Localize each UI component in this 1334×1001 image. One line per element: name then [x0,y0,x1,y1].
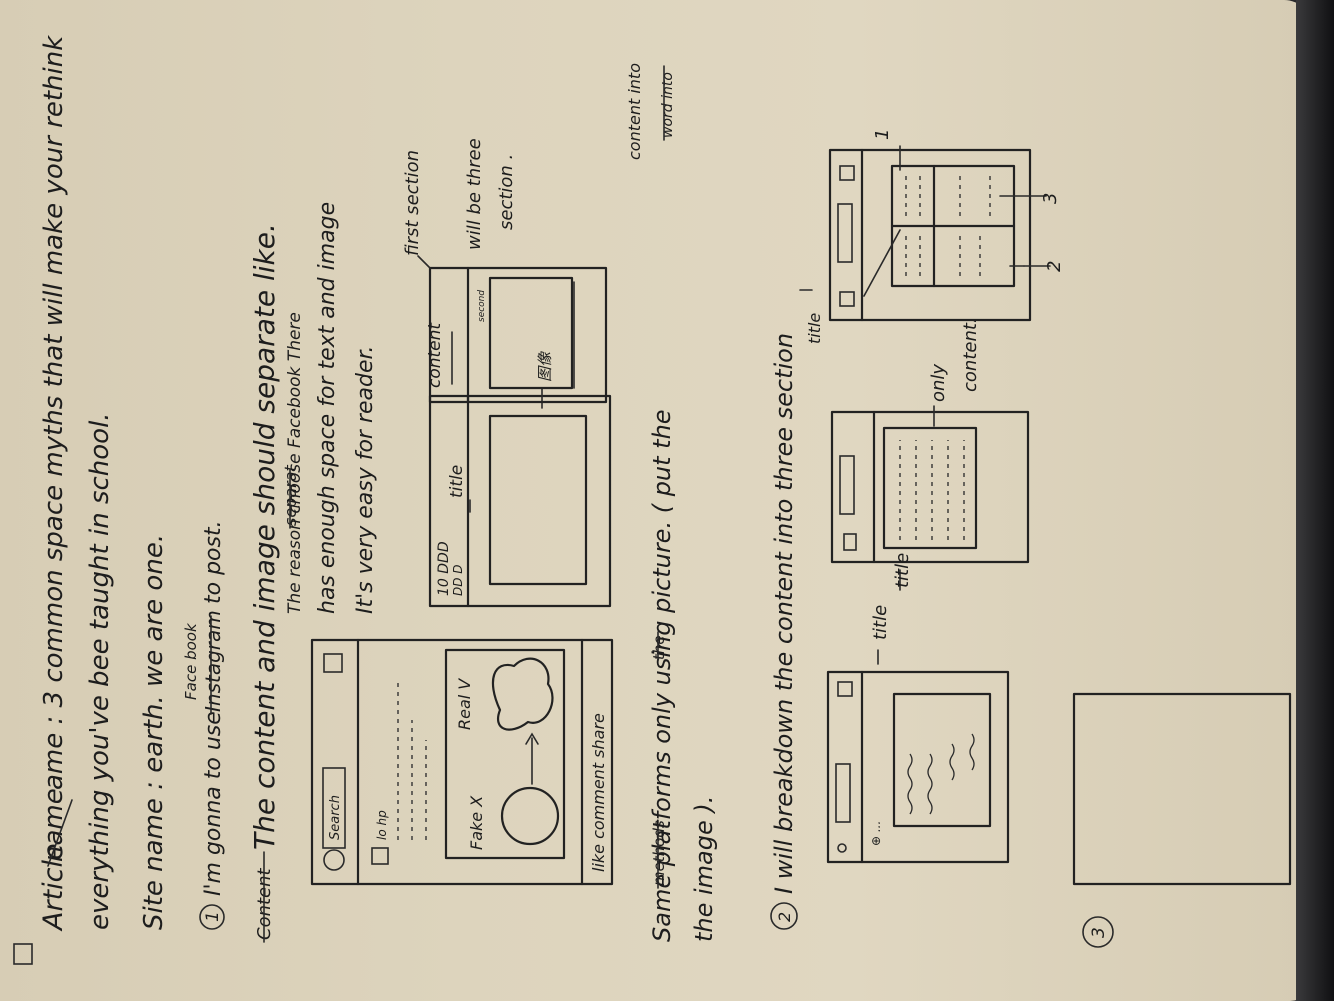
checkbox-icon [13,943,33,965]
menu-icon [837,681,853,697]
first-section-annotation: first section [402,150,423,256]
empty-sketch-box [1072,692,1292,886]
conclusion-insert: content into [625,63,644,160]
only-annotation: only [928,364,949,402]
image-annotation: 图像 [536,351,554,382]
platform-name: Face book [182,622,200,700]
title-annotation-four: title [805,313,824,344]
real-label: Real V [455,678,474,730]
title-annotation-three: title [892,553,913,588]
sketch-a-content-box [892,692,992,828]
section-two-number: 2 [775,912,794,922]
label-three: 3 [1040,193,1061,204]
breakdown-statement: I will breakdown the content into three … [770,333,798,894]
section-three-number: 3 [1089,927,1109,938]
intro-text: I'm gonna to use [201,711,226,896]
reason-line-2: has enough space for text and image [315,202,340,614]
actions-label: like comment share [589,713,608,872]
separation-statement: The content and image should separate li… [248,223,281,850]
avatar-icon [371,847,389,865]
intro-end: to post. [201,520,226,604]
conclusion-crossed-2: the [650,635,668,660]
content-annotation: content [425,322,445,388]
sketch-a-header: ⊕ ... [869,821,883,846]
fake-label: Fake X [467,795,486,850]
menu-icon [323,653,343,673]
conclusion-crossed: methods [650,820,668,886]
search-label: Search [328,795,343,840]
conclusion-line-1: Same platforms only using picture. ( put… [648,409,676,942]
mobile-sketch-two: second content first section will be thr… [402,138,608,404]
title-annotation: title [447,465,467,498]
three-sections-line-1: will be three [464,138,485,250]
platform-crossed: Instagram [201,610,225,712]
breakdown-sketch-three: 1 2 3 title [799,129,1065,344]
breakdown-sketch-one: ⊕ ... title [826,605,1010,864]
search-bar-sketch [322,767,346,849]
section-two-notes: 2 I will breakdown the content into thre… [770,333,798,930]
section-one-notes: 1 I'm gonna to use Instagram Face book t… [182,202,378,943]
conclusion-crossed-3: word into [660,72,676,138]
round-earth-sketch [500,786,560,846]
reason-line-1: The reason choose Facebook There [285,312,305,614]
second-label: second [477,290,487,322]
mobile-sketch-one: 10 DDD DD D title 图像 [428,351,612,608]
facebook-post-sketch: Search lo hp Fake X Real V like comment … [310,638,614,886]
logo-icon [323,849,345,871]
article-label: Article [38,843,69,932]
reason-line-3: It's very easy for reader. [353,345,378,614]
section-three-notes: 3 [1072,692,1292,948]
site-name: Site name : earth. we are one. [139,534,169,930]
post-image-sketch [444,648,566,860]
sketch-b-content-box [882,426,978,550]
label-two: 2 [1044,261,1065,272]
blob-earth-sketch [491,657,554,731]
sketch-one-header-a: 10 DDD [436,541,452,596]
only-annotation-2: content. [960,317,981,392]
article-title-line-1: ame : 3 common space myths that will mak… [39,35,69,790]
label-one: 1 [872,129,893,140]
sketch-two-image [488,276,574,390]
title-annotation-two: title [870,605,891,640]
sketch-one-image [488,414,588,586]
section-number-circle [199,904,225,930]
article-title-line-2: everything you've bee taught in school. [85,412,115,930]
section-one-number: 1 [203,911,223,922]
page-shadow-edge [1296,0,1334,1001]
three-sections-line-2: section . [496,154,517,230]
sketch-one-header-b: DD D [451,564,465,596]
breakdown-sketch-two: only content. title [830,317,1030,591]
conclusion-notes: Same platforms only using picture. ( put… [625,63,718,942]
conclusion-line-2: the image ). [690,796,718,942]
header-notes: Article name ame : 3 common space myths … [38,35,169,932]
profile-label: lo hp [375,810,389,840]
